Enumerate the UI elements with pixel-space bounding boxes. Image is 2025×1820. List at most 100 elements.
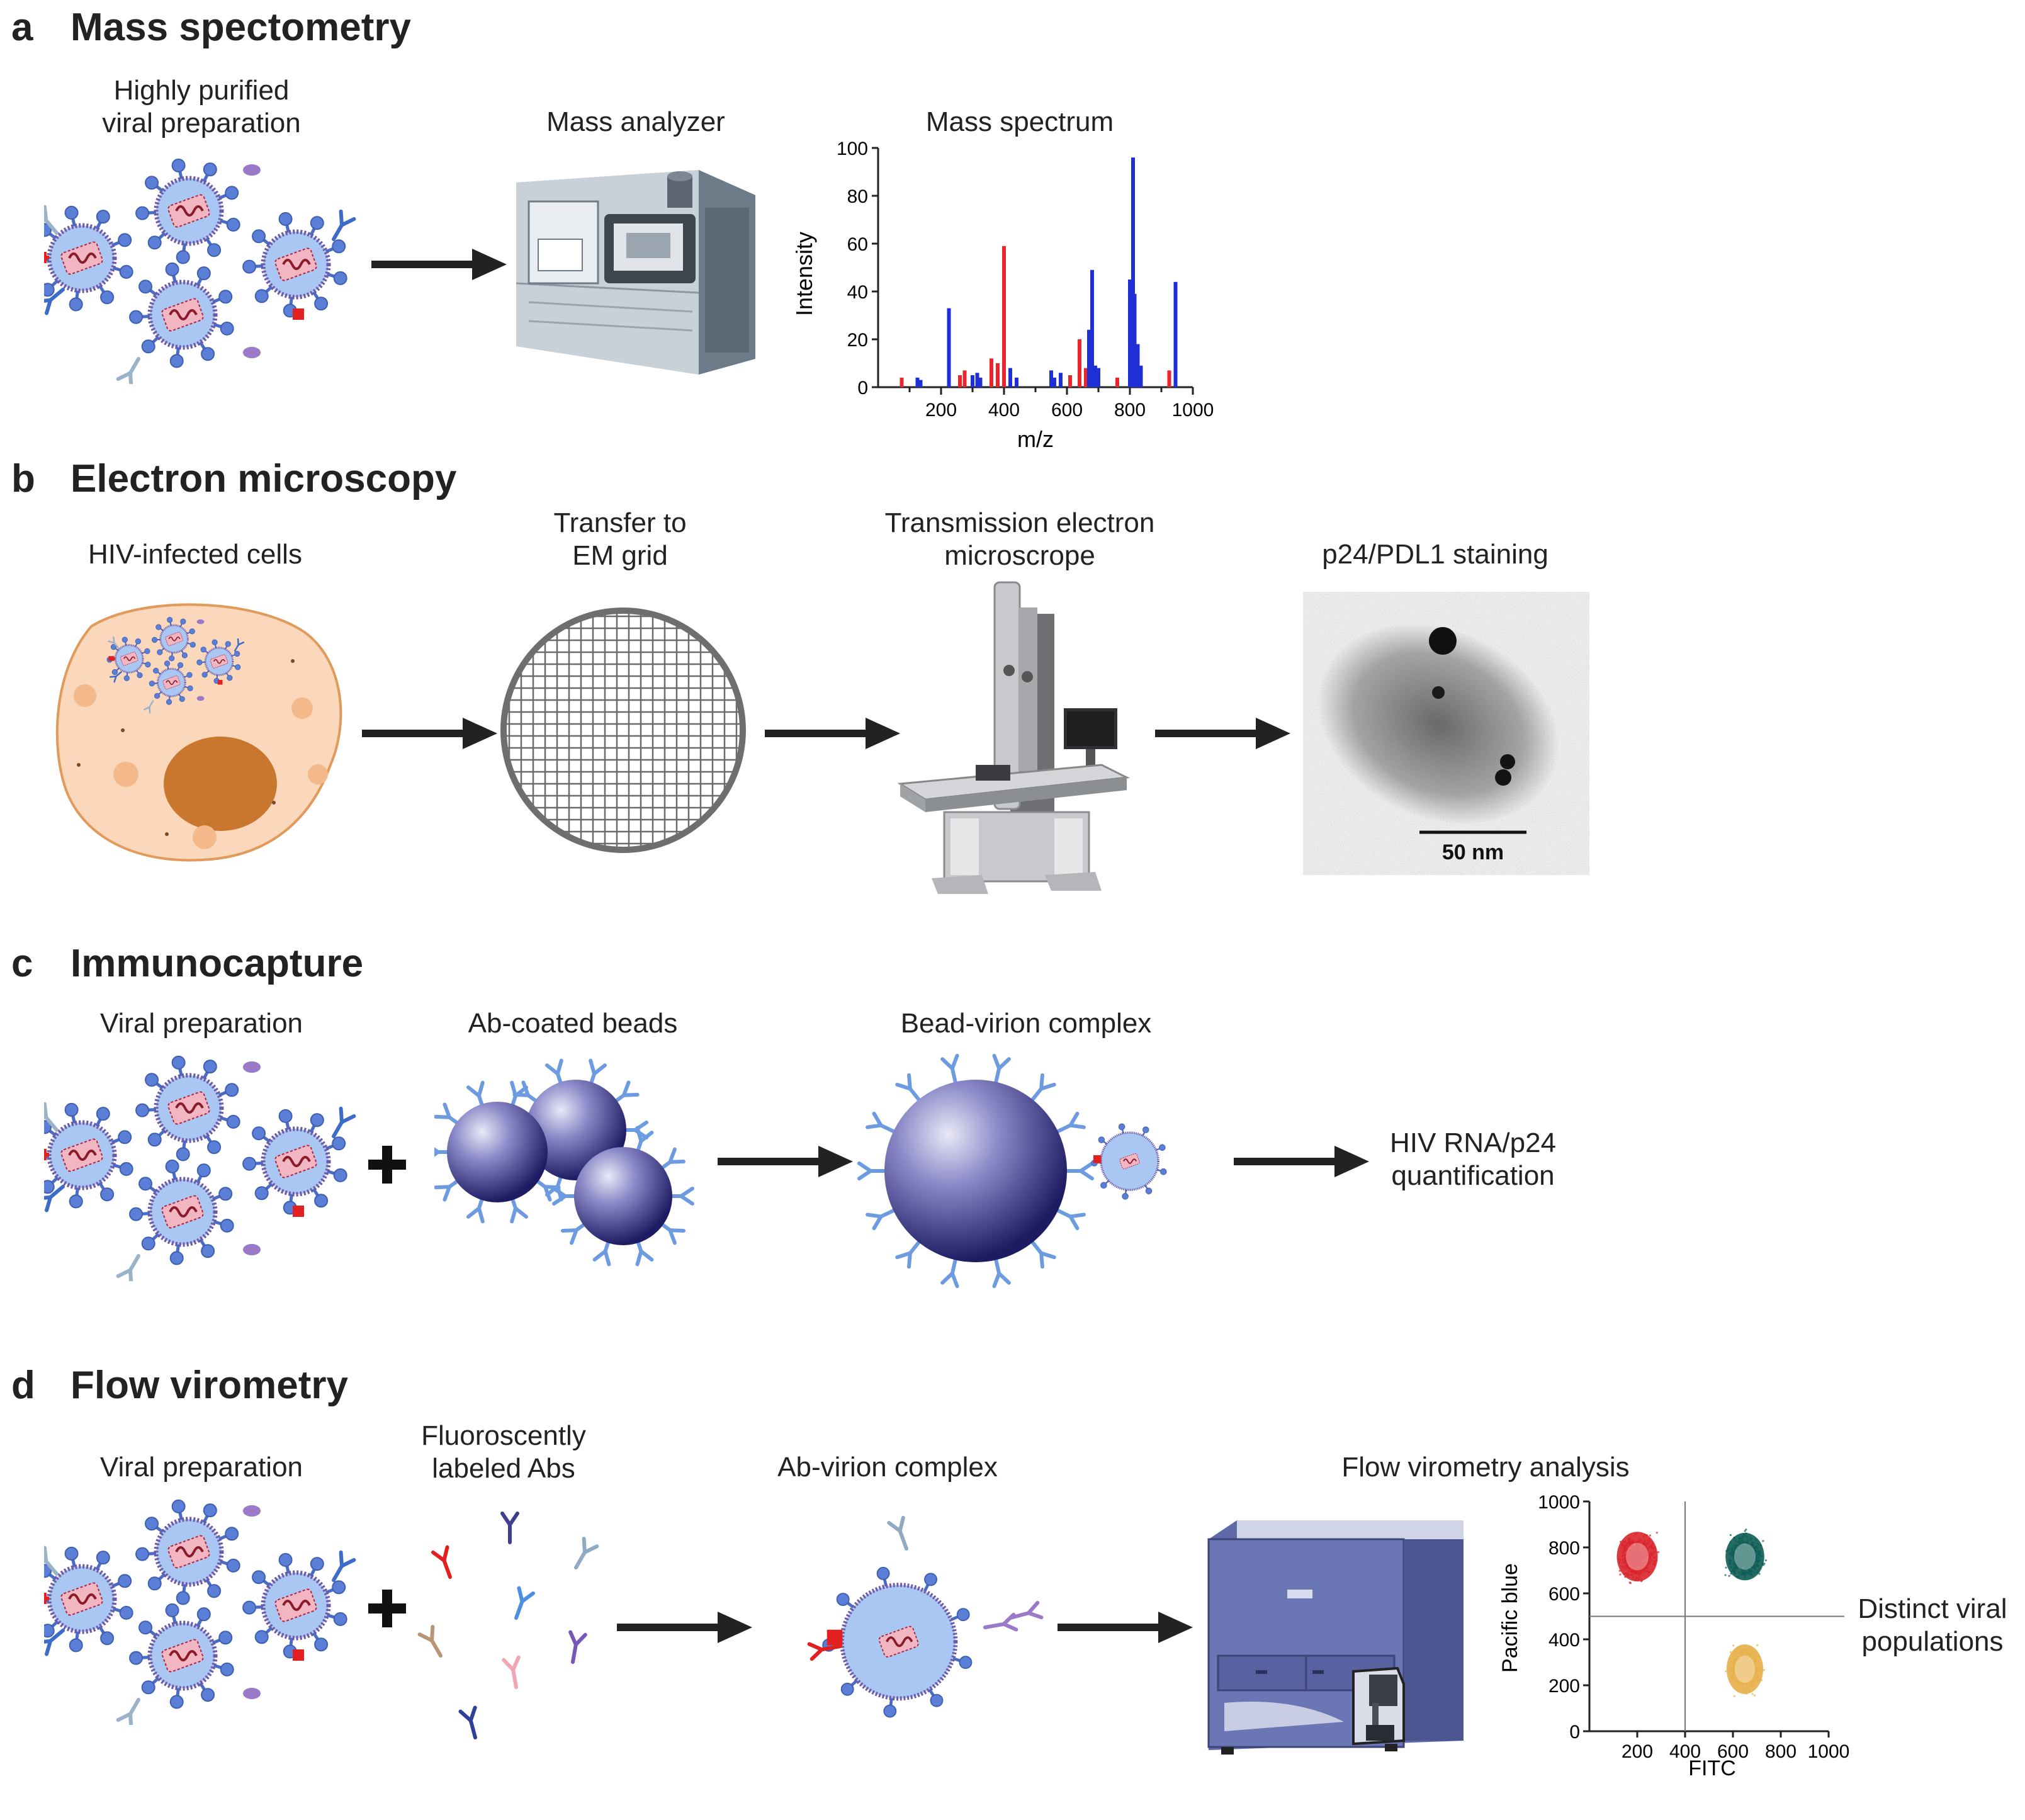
antibody-icon xyxy=(1056,1208,1086,1231)
arrow-icon xyxy=(1234,1146,1369,1177)
flow-ytick: 200 xyxy=(1548,1676,1580,1697)
flow-xtick: 400 xyxy=(1669,1741,1701,1762)
ms-xtick: 1000 xyxy=(1172,400,1214,421)
plus-icon xyxy=(368,1590,406,1627)
label-fluor-abs: Fluoroscently labeled Abs xyxy=(421,1420,586,1484)
antibody-icon xyxy=(1030,1073,1056,1102)
spectrum-peak xyxy=(918,380,923,387)
panel-c-title: Immunocapture xyxy=(71,942,364,985)
panel-d-title: Flow virometry xyxy=(71,1364,348,1407)
arrow-icon xyxy=(765,718,900,749)
spectrum-peak xyxy=(1068,375,1072,387)
ms-ylabel: Intensity xyxy=(791,232,817,316)
flow-cytometer-icon xyxy=(1207,1520,1464,1755)
antibody-icon xyxy=(568,1630,587,1664)
flow-xtick: 1000 xyxy=(1808,1741,1850,1762)
label-distinct-populations: Distinct viral populations xyxy=(1858,1593,2007,1657)
ms-ytick: 100 xyxy=(837,138,868,159)
labeled-antibodies-icon xyxy=(417,1512,599,1739)
antibody-icon xyxy=(661,1147,686,1170)
spectrum-peak xyxy=(1167,370,1171,387)
ab-coated-beads-icon xyxy=(434,1058,694,1267)
scalebar-label: 50 nm xyxy=(1442,840,1504,864)
antibody-icon xyxy=(866,1111,896,1134)
spectrum-peak xyxy=(1173,281,1178,387)
arrow-icon xyxy=(1058,1612,1193,1643)
spectrum-peak xyxy=(975,373,979,387)
antibody-icon xyxy=(434,1143,449,1162)
population-cluster xyxy=(1724,1529,1768,1581)
label-ab-beads: Ab-coated beads xyxy=(468,1008,678,1039)
label-bead-virion: Bead-virion complex xyxy=(900,1008,1152,1039)
antibody-icon xyxy=(502,1655,521,1689)
label-tem: Transmission electron microscrope xyxy=(884,507,1155,571)
flow-ylabel: Pacific blue xyxy=(1498,1563,1522,1673)
flow-ytick: 400 xyxy=(1548,1630,1580,1651)
spectrum-peak xyxy=(958,375,962,387)
antibody-icon xyxy=(670,1187,694,1206)
spectrum-peak xyxy=(978,377,983,387)
spectrum-peak xyxy=(1087,329,1091,387)
plus-icon xyxy=(368,1146,406,1184)
spectrum-peak xyxy=(990,358,993,387)
spectrum-peak xyxy=(1008,368,1012,387)
antibody-icon xyxy=(466,1198,485,1224)
spectrum-peak xyxy=(1115,377,1119,387)
spectrum-peak xyxy=(1078,339,1081,387)
antibody-icon xyxy=(574,1537,599,1569)
label-ab-virion: Ab-virion complex xyxy=(777,1452,998,1483)
antibody-icon xyxy=(614,1080,640,1102)
antibody-icon xyxy=(589,1058,607,1084)
ms-xlabel: m/z xyxy=(1017,426,1054,452)
spectrum-peak xyxy=(1015,377,1018,387)
label-mass-spectrum: Mass spectrum xyxy=(925,106,1114,137)
ms-ytick: 40 xyxy=(847,282,868,303)
flow-ytick: 0 xyxy=(1569,1722,1580,1743)
antibody-icon xyxy=(635,1126,654,1151)
flow-ytick: 1000 xyxy=(1538,1492,1580,1513)
antibody-icon xyxy=(552,1187,576,1206)
spectrum-peak xyxy=(971,375,974,387)
arrow-icon xyxy=(617,1612,752,1643)
label-viral-prep-c: Viral preparation xyxy=(99,1008,303,1039)
panel-b-letter: b xyxy=(11,457,35,500)
spectrum-peak xyxy=(1128,280,1132,387)
flow-xlabel: FITC xyxy=(1688,1756,1736,1778)
spectrum-peak xyxy=(915,377,920,387)
population-cluster xyxy=(1616,1532,1660,1585)
antibody-icon xyxy=(895,1073,921,1102)
flow-xtick: 200 xyxy=(1622,1741,1653,1762)
antibody-icon xyxy=(434,1102,459,1124)
ms-xtick: 600 xyxy=(1051,400,1083,421)
spectrum-peak xyxy=(1093,365,1097,387)
ms-ytick: 20 xyxy=(847,330,868,351)
antibody-icon xyxy=(417,1625,443,1658)
population-cluster xyxy=(1725,1644,1765,1697)
antibody-icon xyxy=(1056,1111,1086,1134)
panel-d-letter: d xyxy=(11,1364,35,1407)
antibody-icon xyxy=(1065,1162,1094,1180)
antibody-icon xyxy=(431,1545,452,1579)
bead-virion-complex-icon xyxy=(857,1053,1167,1289)
antibody-icon xyxy=(866,1208,896,1231)
flow-ytick: 800 xyxy=(1548,1538,1580,1559)
infected-cell-icon xyxy=(55,603,342,862)
ms-xtick: 800 xyxy=(1114,400,1146,421)
antibody-icon xyxy=(1030,1240,1056,1269)
viral-cluster-icon xyxy=(44,1499,356,1725)
antibody-icon xyxy=(1008,1600,1044,1620)
ms-xtick: 200 xyxy=(925,400,957,421)
antibody-icon xyxy=(458,1705,477,1739)
arrow-icon xyxy=(1155,718,1290,749)
spectrum-peak xyxy=(900,377,904,387)
spectrum-peak xyxy=(1136,344,1140,387)
tem-microscope-icon xyxy=(897,581,1131,894)
antibody-icon xyxy=(536,1180,561,1202)
spectrum-peak xyxy=(1097,368,1100,387)
arrow-icon xyxy=(362,718,497,749)
antibody-icon xyxy=(895,1240,921,1269)
antibody-icon xyxy=(992,1053,1011,1084)
ms-ytick: 60 xyxy=(847,234,868,255)
